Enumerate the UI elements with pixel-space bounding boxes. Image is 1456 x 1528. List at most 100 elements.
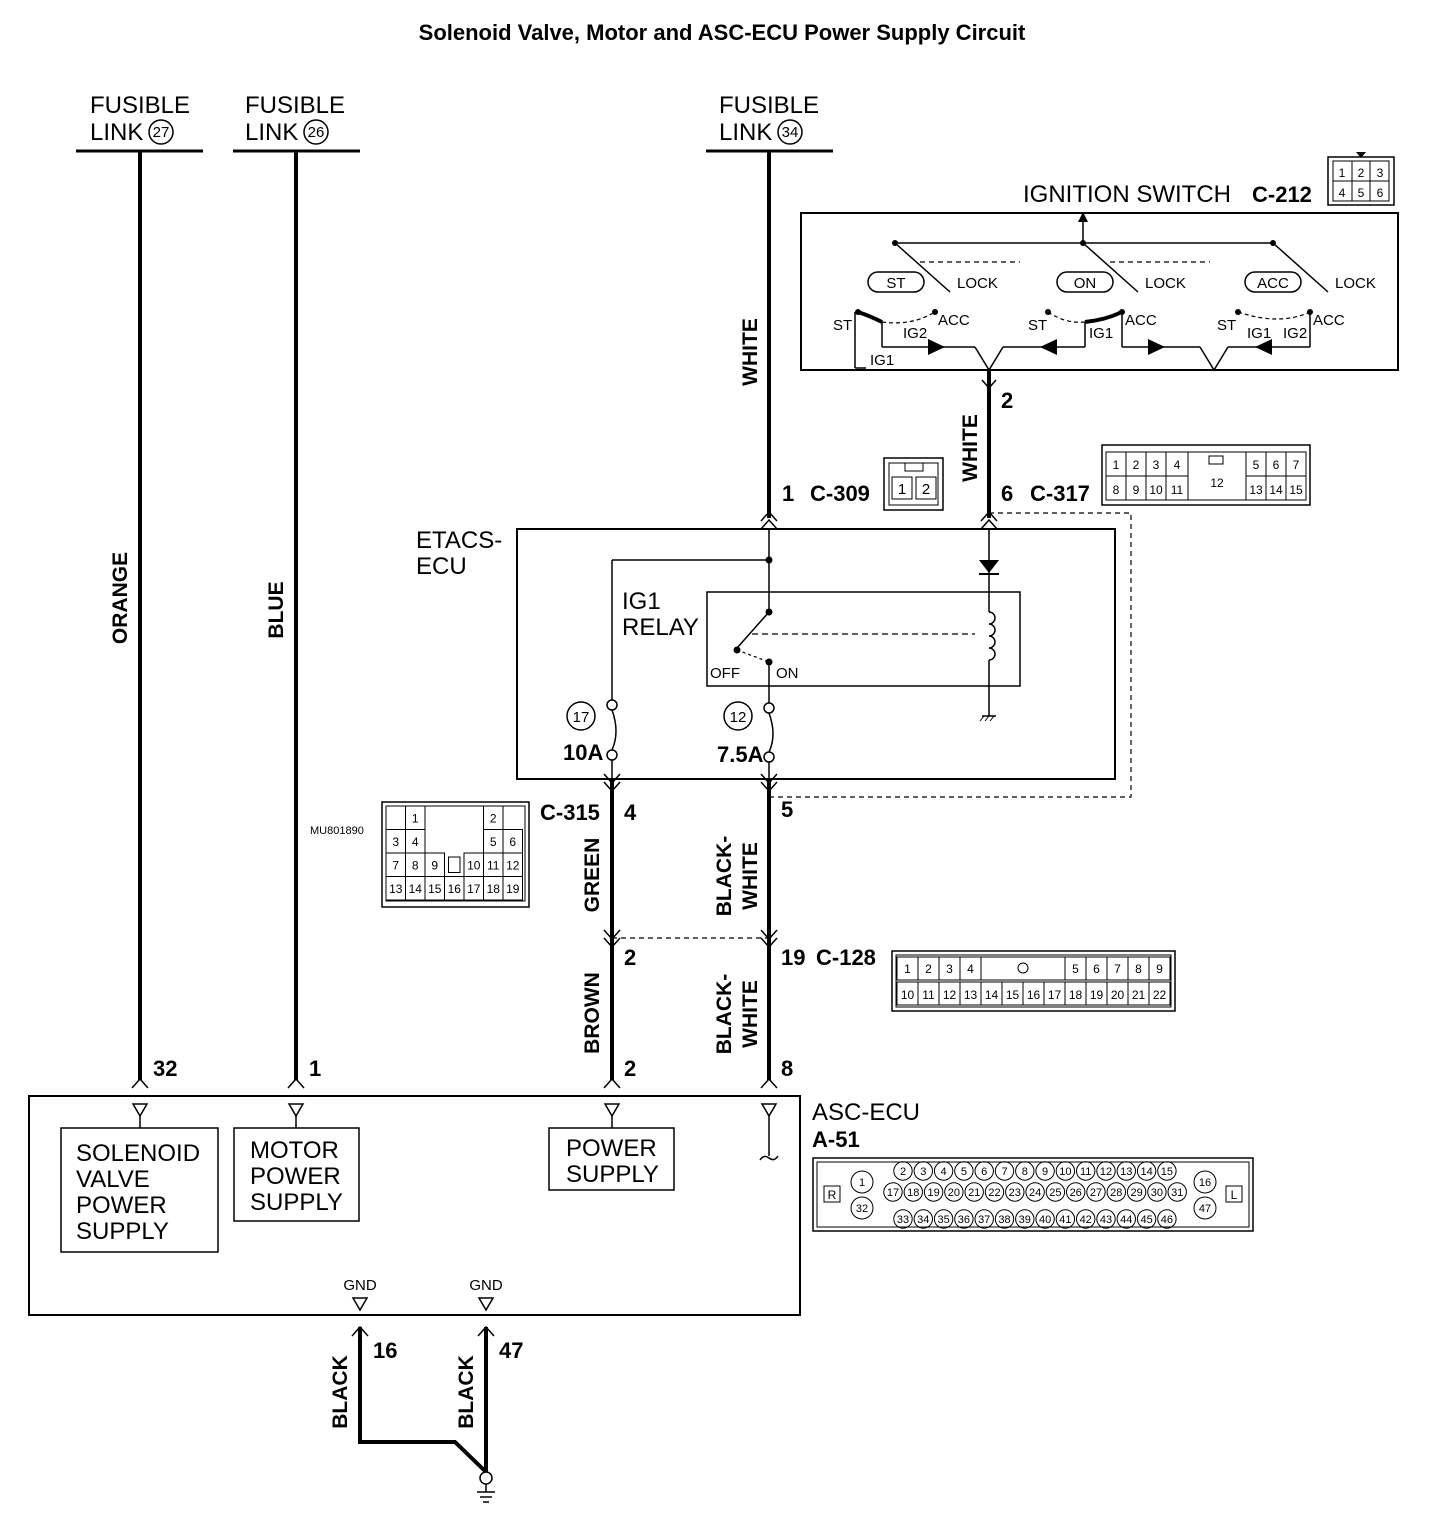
asc-pin-16: 16 <box>373 1338 397 1363</box>
etacs-ecu: ETACS- ECU IG1 RELAY OFF ON <box>416 527 1116 780</box>
fusible-link-27-number-circle <box>148 119 174 145</box>
black-wire-label-1: BLACK <box>329 1355 352 1429</box>
motor-line-1: MOTOR <box>250 1137 339 1164</box>
white-main-wire-label: WHITE <box>739 318 762 386</box>
c317-pin: 6 <box>1001 481 1013 506</box>
a51-pin-25: 25 <box>1049 1187 1061 1199</box>
c315-face-pin-16: 16 <box>448 882 462 896</box>
asc-pin-8: 8 <box>781 1056 793 1081</box>
gnd-label-1: GND <box>343 1277 377 1294</box>
ig1-relay-label-2: RELAY <box>622 614 699 641</box>
c317-face-11: 11 <box>1171 483 1184 497</box>
a51-side-l: L <box>1231 1188 1238 1202</box>
connector-face-c212: 1 2 3 4 5 6 <box>1327 152 1395 206</box>
orange-wire-label: ORANGE <box>109 552 132 644</box>
a51-pin-5: 5 <box>961 1166 967 1178</box>
c317-face-5: 5 <box>1253 458 1260 472</box>
a51-pin-30: 30 <box>1151 1187 1163 1199</box>
c128-face-pin-21: 21 <box>1132 988 1146 1002</box>
c317-face-3: 3 <box>1153 458 1160 472</box>
ign-on-pos: ON <box>1074 275 1097 292</box>
ign-out-pin: 2 <box>1001 388 1013 413</box>
fusible-link-27-label-top: FUSIBLE <box>90 92 190 119</box>
c128-name: C-128 <box>816 945 876 970</box>
a51-pin-22: 22 <box>988 1187 1000 1199</box>
c315-face-pin-8: 8 <box>412 859 419 873</box>
c128-face-pin-4: 4 <box>967 962 974 976</box>
a51-pin-43: 43 <box>1100 1214 1112 1226</box>
fusible-link-34-number-circle <box>777 119 803 145</box>
c128-face-pin-17: 17 <box>1048 988 1062 1002</box>
c315-face-pin-19: 19 <box>506 882 520 896</box>
ignition-switch-box <box>800 212 1399 371</box>
a51-pin-46: 46 <box>1161 1214 1173 1226</box>
c128-face-pin-16: 16 <box>1027 988 1041 1002</box>
fusible-link-26-number: 26 <box>308 124 325 141</box>
ign-lock-3: LOCK <box>1335 275 1376 292</box>
bw2-label-a: BLACK- <box>713 974 736 1054</box>
a51-pin-21: 21 <box>968 1187 980 1199</box>
ign-acc-pos: ACC <box>1257 275 1289 292</box>
a51-pin-45: 45 <box>1140 1214 1152 1226</box>
solenoid-line-4: SUPPLY <box>76 1218 169 1245</box>
c315-face-pin-13: 13 <box>389 882 403 896</box>
c315-face-pin-3: 3 <box>392 835 399 849</box>
fusible-link-26-number-circle <box>303 119 329 145</box>
asc-ecu: ASC-ECU A-51 SOLENOID VALVE POWER SUPPLY… <box>28 1095 920 1316</box>
c128-face-pin-1: 1 <box>904 962 911 976</box>
c128-face-pin-6: 6 <box>1093 962 1100 976</box>
c128-face-pin-3: 3 <box>946 962 953 976</box>
a51-pin-28: 28 <box>1110 1187 1122 1199</box>
white-ign-wire-label: WHITE <box>959 414 982 482</box>
a51-pin-40: 40 <box>1039 1214 1051 1226</box>
c128-face-pin-9: 9 <box>1156 962 1163 976</box>
c309-pin: 1 <box>782 481 794 506</box>
solenoid-valve-box <box>60 1127 219 1253</box>
a51-pin-20: 20 <box>948 1187 960 1199</box>
relay-off-label: OFF <box>710 665 740 682</box>
ign-lock-1: LOCK <box>957 275 998 292</box>
a51-pin-13: 13 <box>1120 1166 1132 1178</box>
a51-pin-42: 42 <box>1080 1214 1092 1226</box>
a51-pin-4: 4 <box>941 1166 947 1178</box>
etacs-box <box>516 528 1116 780</box>
c128-face-pin-11: 11 <box>922 988 935 1002</box>
ignition-switch: IGNITION SWITCH C-212 1 2 3 4 5 6 ST <box>800 152 1399 372</box>
solenoid-line-1: SOLENOID <box>76 1140 200 1167</box>
fusible-link-34-label-top: FUSIBLE <box>719 92 819 119</box>
c315-face-pin-11: 11 <box>487 859 500 873</box>
black-wire-label-2: BLACK <box>455 1355 478 1429</box>
ign-ig1-1: IG1 <box>870 352 894 369</box>
brown-wire-label: BROWN <box>581 972 604 1054</box>
c317-face-1: 1 <box>1113 458 1120 472</box>
c317-face-13: 13 <box>1249 483 1263 497</box>
c315-face-pin-15: 15 <box>428 882 442 896</box>
ign-acc-2: ACC <box>1125 312 1157 329</box>
a51-pin-27: 27 <box>1090 1187 1102 1199</box>
c212-pin-4: 4 <box>1339 186 1346 200</box>
ig1-relay-label-1: IG1 <box>622 588 661 615</box>
c315-face-pin-2: 2 <box>490 812 497 826</box>
c128-face-pin-18: 18 <box>1069 988 1083 1002</box>
c309-name: C-309 <box>810 481 870 506</box>
diagram-title: Solenoid Valve, Motor and ASC-ECU Power … <box>419 20 1026 45</box>
a51-pin-17: 17 <box>887 1187 899 1199</box>
c317-name: C-317 <box>1030 481 1090 506</box>
a51-pin-47: 47 <box>1199 1203 1211 1215</box>
c128-face-pin-2: 2 <box>925 962 932 976</box>
a51-pin-2: 2 <box>900 1166 906 1178</box>
c317-face-7: 7 <box>1293 458 1300 472</box>
a51-pin-37: 37 <box>978 1214 990 1226</box>
fusible-link-26: FUSIBLE LINK 26 <box>233 92 360 153</box>
fusible-link-27: FUSIBLE LINK 27 <box>76 92 203 153</box>
ign-ig1-2: IG1 <box>1089 325 1113 342</box>
c128-face-pin-12: 12 <box>943 988 957 1002</box>
c128-face-pin-7: 7 <box>1114 962 1121 976</box>
c315-face-pin-7: 7 <box>392 859 399 873</box>
c309-face-pin-2: 2 <box>922 481 930 498</box>
c212-pin-3: 3 <box>1377 166 1384 180</box>
c317-face-2: 2 <box>1133 458 1140 472</box>
a51-pin-36: 36 <box>958 1214 970 1226</box>
c212-pin-2: 2 <box>1358 166 1365 180</box>
